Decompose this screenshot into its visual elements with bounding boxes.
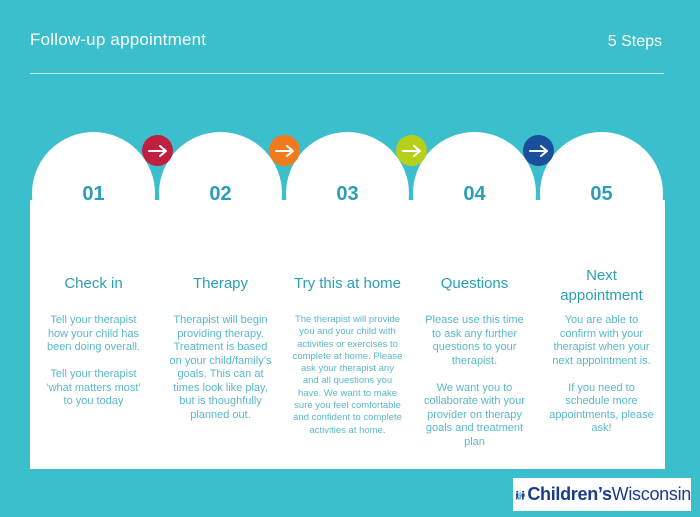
- steps-count: 5 Steps: [607, 33, 662, 50]
- step-heading: Therapy: [192, 275, 249, 292]
- childrens-wisconsin-logo: Children’sWisconsin: [513, 478, 691, 511]
- step-description: Therapist will begin providing therapy. …: [169, 314, 272, 421]
- step-circle-1: [32, 132, 155, 255]
- step-circle-3: [286, 132, 409, 255]
- logo-text-bold: Children’s: [527, 484, 612, 504]
- arrow-right-icon: [396, 135, 427, 166]
- step-number: 04: [463, 183, 486, 205]
- step-description: Please use this time to ask any further …: [424, 314, 525, 448]
- step-description: Tell your therapist how your child has b…: [46, 314, 141, 407]
- step-circle-2: [159, 132, 282, 255]
- step-heading: Questions: [440, 275, 509, 292]
- family-icon: [515, 490, 525, 500]
- logo-text-regular: Wisconsin: [611, 484, 692, 504]
- step-heading: Check in: [64, 275, 123, 292]
- step-number: 02: [209, 183, 232, 205]
- header-divider: [30, 73, 664, 74]
- arrow-right-icon: [523, 135, 554, 166]
- step-number: 01: [82, 183, 105, 205]
- step-number: 03: [336, 183, 359, 205]
- step-number: 05: [590, 183, 613, 205]
- arrow-right-icon: [269, 135, 300, 166]
- step-heading: Try this at home: [294, 275, 401, 292]
- step-description: You are able to confirm with your therap…: [549, 314, 654, 434]
- step-heading: Next appointment: [560, 267, 643, 304]
- page-title: Follow-up appointment: [30, 30, 207, 49]
- step-description: The therapist will provide you and your …: [292, 314, 403, 436]
- step-circle-4: [413, 132, 536, 255]
- step-circle-5: [540, 132, 663, 255]
- arrow-right-icon: [142, 135, 173, 166]
